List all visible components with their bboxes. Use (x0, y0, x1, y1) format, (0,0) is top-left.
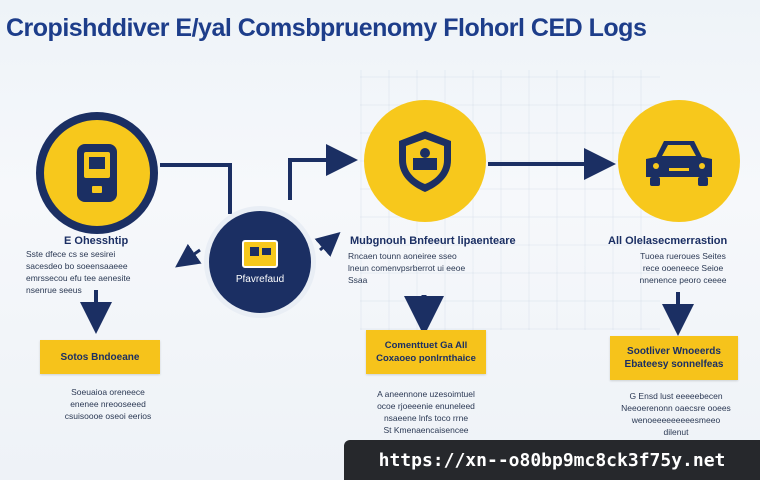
shield-icon (399, 131, 451, 192)
left-body: Sste dfece cs se sesirei sacesdeo bo soe… (26, 249, 131, 295)
right-body: Tuoea rueroues Seites rece ooeneece Seio… (639, 251, 727, 285)
middle-header: Mubgnouh Bnfeeurt lipaenteare (350, 235, 516, 247)
middle-shield-circle (364, 100, 486, 222)
arrow-center-left-out (175, 243, 202, 268)
left-yellow-box: Sotos Bndoeane (40, 340, 160, 374)
middle-body: Rncaen tounn aoneiree sseo lneun comenvp… (348, 251, 466, 285)
url-banner[interactable]: https://xn--o80bp9mc8ck3f75y.net (344, 440, 760, 480)
right-yellow-box: Sootliver Wnoeerds Ebateesy sonnelfeas (610, 336, 738, 380)
handheld-device-icon (77, 144, 117, 202)
arrow-left-to-center (160, 163, 232, 214)
right-box-body: G Ensd lust eeeeebecen Neeoerenonn oaecs… (621, 391, 731, 437)
page-title: Cropishddiver E/yal Comsbpruenomy Flohor… (6, 14, 647, 42)
left-box-body: Soeuaioa oreneece enenee nreooseeed csui… (64, 387, 152, 421)
car-icon (646, 141, 712, 186)
left-header: E Ohesshtip (64, 235, 129, 247)
right-car-circle (618, 100, 740, 222)
arrow-center-right-out (314, 232, 341, 257)
arrow-center-to-middle (288, 144, 358, 200)
middle-box-body: A aneennone uzesoimtuel ocoe rjoeeenie e… (377, 389, 475, 435)
center-label: Pfavrefaud (235, 273, 285, 285)
card-reader-icon (242, 239, 278, 268)
right-header: All Olelasecmerrastion (608, 235, 728, 247)
left-device-circle (36, 112, 158, 234)
center-navy-circle: Pfavrefaud (204, 206, 316, 318)
middle-yellow-box: Comenttuet Ga All Coxaoeo ponlrnthaice (366, 330, 486, 374)
